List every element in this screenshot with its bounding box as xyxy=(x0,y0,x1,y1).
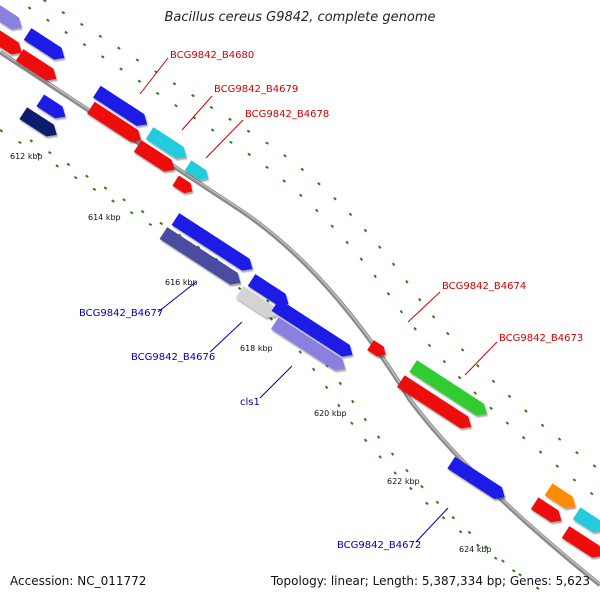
gene-feature[interactable] xyxy=(171,213,257,275)
kbp-label-622: 622 kbp xyxy=(387,477,420,486)
gene-feature[interactable] xyxy=(36,94,69,123)
accession-text: Accession: NC_011772 xyxy=(10,574,147,588)
genome-backbone-highlight xyxy=(0,50,600,585)
gene-feature[interactable] xyxy=(172,175,195,197)
kbp-label-618: 618 kbp xyxy=(240,344,273,353)
gene-feature[interactable] xyxy=(19,107,60,141)
gene-feature[interactable] xyxy=(367,340,389,360)
gene-feature[interactable] xyxy=(561,526,600,562)
gene-feature[interactable] xyxy=(572,507,600,536)
gene-feature[interactable] xyxy=(0,25,26,59)
genome-stats-text: Topology: linear; Length: 5,387,334 bp; … xyxy=(270,574,590,588)
gene-feature[interactable] xyxy=(544,483,579,512)
gene-feature[interactable] xyxy=(247,274,293,310)
gene-feature[interactable] xyxy=(409,360,490,420)
gene-label-bcg9842-b4672[interactable]: BCG9842_B4672 xyxy=(337,540,421,551)
gene-feature[interactable] xyxy=(0,3,26,33)
gene-label-bcg9842-b4679[interactable]: BCG9842_B4679 xyxy=(214,84,298,95)
gene-feature[interactable] xyxy=(87,101,145,146)
gene-feature[interactable] xyxy=(530,497,565,526)
gene-label-bcg9842-b4678[interactable]: BCG9842_B4678 xyxy=(245,109,329,120)
gene-label-bcg9842-b4673[interactable]: BCG9842_B4673 xyxy=(499,333,583,344)
gene-feature[interactable] xyxy=(23,28,69,64)
gene-feature[interactable] xyxy=(145,127,191,163)
gene-feature[interactable] xyxy=(271,299,357,361)
kbp-label-614: 614 kbp xyxy=(88,213,121,222)
gene-feature[interactable] xyxy=(447,456,508,504)
kbp-label-624: 624 kbp xyxy=(459,545,492,554)
gene-label-bcg9842-b4676[interactable]: BCG9842_B4676 xyxy=(131,352,215,363)
label-leader-lines xyxy=(139,57,498,543)
gene-feature[interactable] xyxy=(184,160,212,183)
gene-feature[interactable] xyxy=(93,85,151,130)
kbp-label-612: 612 kbp xyxy=(10,152,43,161)
gene-feature[interactable] xyxy=(235,286,281,322)
gene-feature[interactable] xyxy=(133,140,179,176)
gene-label-bcg9842-b4680[interactable]: BCG9842_B4680 xyxy=(170,50,254,61)
gene-feature[interactable] xyxy=(15,49,61,85)
gene-label-bcg9842-b4674[interactable]: BCG9842_B4674 xyxy=(442,281,526,292)
gene-feature[interactable] xyxy=(396,375,475,432)
map-title: Bacillus cereus G9842, complete genome xyxy=(164,10,436,25)
gene-label-bcg9842-b4677[interactable]: BCG9842_B4677 xyxy=(79,308,163,319)
kbp-label-620: 620 kbp xyxy=(314,409,347,418)
kbp-label-616: 616 kbp xyxy=(165,278,198,287)
gene-feature[interactable] xyxy=(270,317,349,374)
gene-label-cls1[interactable]: cls1 xyxy=(240,397,260,408)
gene-feature[interactable] xyxy=(159,227,245,289)
